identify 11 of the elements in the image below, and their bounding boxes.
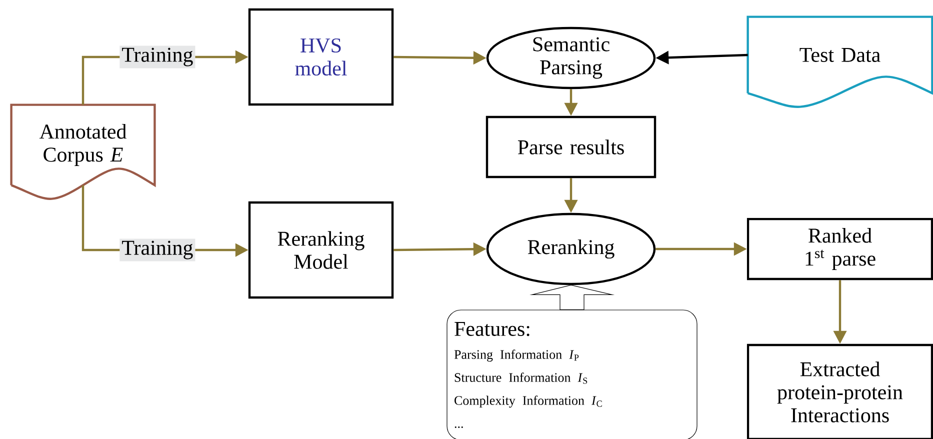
- document-shape: Annotated Corpus E: [10, 104, 156, 200]
- process-box: Extracted protein-protein Interactions: [746, 344, 933, 439]
- features-box: Features: Parsing Information I$_{P}$ Structure Information I$_{S}$ Complexity Information I$_{C}$ ...: [446, 310, 698, 439]
- process-box: HVS model: [248, 8, 394, 106]
- edge-label: Training: [122, 240, 193, 260]
- process-box: Reranking Model: [248, 201, 394, 299]
- process-box: Parse results: [486, 116, 656, 178]
- block-arrow: [530, 284, 615, 310]
- edge-label: Training: [122, 48, 193, 66]
- document-shape: Test Data: [746, 16, 933, 108]
- process-box: Ranked 1$^{st}$ parse: [746, 218, 933, 280]
